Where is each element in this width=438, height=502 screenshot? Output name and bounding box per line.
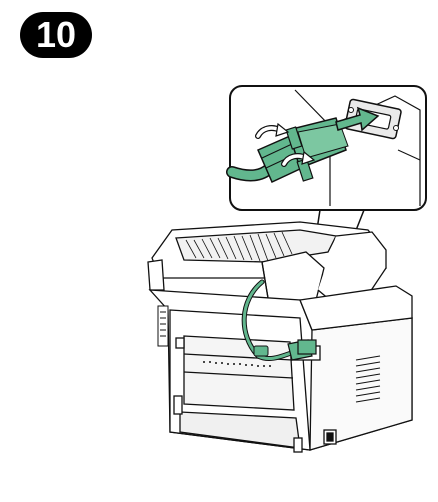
- zoom-callout-connector: [226, 85, 427, 211]
- rotate-screw-arrow-icon: [255, 122, 290, 139]
- step-number: 10: [35, 14, 77, 55]
- rotate-screw-arrow-icon: [281, 150, 316, 167]
- thumb-screw: [296, 158, 314, 182]
- mfp-printer-rear-view: [147, 221, 413, 453]
- insert-arrow-icon: [335, 106, 380, 132]
- panel-line: [397, 149, 421, 161]
- usb-cable: [241, 279, 317, 361]
- ferrite-core: [253, 345, 269, 357]
- thumb-screw: [285, 126, 303, 150]
- step-number-badge: 10: [20, 12, 92, 58]
